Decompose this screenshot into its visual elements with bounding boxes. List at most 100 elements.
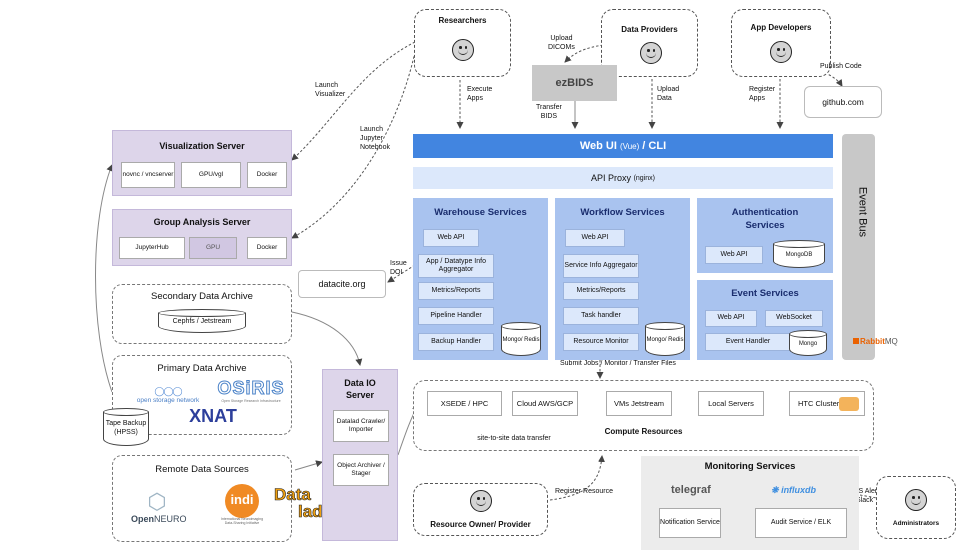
person-icon xyxy=(470,490,492,512)
auth-db-label: MongoDB xyxy=(773,244,825,268)
app-developers-actor: App Developers xyxy=(731,9,831,77)
compute-vms: VMs Jetstream xyxy=(606,391,672,416)
indi-logo: indi International Neuroimaging Data-Sha… xyxy=(218,484,266,526)
viz-docker: Docker xyxy=(247,162,287,188)
remote-sources-panel: Remote Data Sources ⬡ OpenNEURO indi Int… xyxy=(112,455,292,542)
group-analysis-title: Group Analysis Server xyxy=(153,217,251,227)
group-jupyterhub: JupyterHub xyxy=(119,237,185,259)
datacite-box: datacite.org xyxy=(298,270,386,298)
person-icon xyxy=(905,489,927,511)
workflow-title: Workflow Services xyxy=(580,207,665,218)
group-gpu: GPU xyxy=(189,237,237,259)
data-io-object-archiver: Object Archiver / Stager xyxy=(333,454,389,486)
group-docker: Docker xyxy=(247,237,287,259)
osiris-subtext: Open Storage Research Infrastructure xyxy=(221,399,281,403)
telegraf-logo: telegraf xyxy=(671,484,711,496)
event-db-cylinder: Mongo xyxy=(789,330,827,356)
event-handler: Event Handler xyxy=(705,333,791,351)
workflow-services-panel: Workflow Services Web API Service Info A… xyxy=(555,198,690,360)
api-proxy-nginx-label: (nginx) xyxy=(633,174,655,182)
workflow-web-api: Web API xyxy=(565,229,625,247)
workflow-aggregator: Service Info Aggregator xyxy=(563,254,639,278)
secondary-db-label: Cephfs / Jetstream xyxy=(158,313,246,333)
primary-archive-panel: Primary Data Archive ◯◯◯ open storage ne… xyxy=(112,355,292,435)
data-providers-label: Data Providers xyxy=(621,25,678,34)
compute-local-servers: Local Servers xyxy=(698,391,764,416)
rabbitmq-logo: RabbitMQ xyxy=(853,337,898,346)
administrators-actor: Administrators xyxy=(876,476,956,539)
workflow-db-cylinder: Mongo/ Redis xyxy=(645,322,685,356)
compute-resources-panel: XSEDE / HPC Cloud AWS/GCP VMs Jetstream … xyxy=(413,380,874,451)
administrators-label: Administrators xyxy=(892,520,940,527)
register-resource-label: Register Resource xyxy=(555,488,613,495)
compute-htc-label: HTC Clusters xyxy=(798,399,844,408)
monitoring-title: Monitoring Services xyxy=(704,461,796,472)
xnat-logo: XNAT xyxy=(189,406,237,426)
issue-doi-label: Issue DOI xyxy=(390,260,407,276)
data-io-title: Data IO Server xyxy=(344,378,376,400)
cli-label: CLI xyxy=(648,140,667,152)
warehouse-db-label: Mongo/ Redis xyxy=(501,326,541,356)
register-apps-label: Register Apps xyxy=(749,86,776,102)
visualization-server-panel: Visualization Server novnc / vncserver G… xyxy=(112,130,292,196)
person-icon xyxy=(770,41,792,63)
person-icon xyxy=(452,39,474,61)
execute-apps-label: Execute Apps xyxy=(467,86,493,102)
auth-web-api: Web API xyxy=(705,246,763,264)
web-ui-vue-label: (Vue) xyxy=(619,141,640,151)
authentication-services-panel: Authentication Services Web API MongoDB xyxy=(697,198,833,273)
warehouse-backup-handler: Backup Handler xyxy=(418,333,494,351)
warehouse-services-panel: Warehouse Services Web API App / Datatyp… xyxy=(413,198,548,360)
data-providers-actor: Data Providers xyxy=(601,9,698,77)
workflow-db-label: Mongo/ Redis xyxy=(645,326,685,356)
influxdb-icon: ❋ xyxy=(771,485,779,495)
github-box: github.com xyxy=(804,86,882,118)
secondary-archive-panel: Secondary Data Archive Cephfs / Jetstrea… xyxy=(112,284,292,344)
web-ui-label: Web UI xyxy=(579,140,617,152)
workflow-metrics: Metrics/Reports xyxy=(563,282,639,300)
rabbitmq-text-b: MQ xyxy=(884,337,898,346)
group-analysis-server-panel: Group Analysis Server JupyterHub GPU Doc… xyxy=(112,209,292,266)
indi-text: indi xyxy=(225,484,259,518)
researchers-actor: Researchers xyxy=(414,9,511,77)
monitoring-services-panel: Monitoring Services telegraf ❋ influxdb … xyxy=(641,456,859,550)
warehouse-pipeline-handler: Pipeline Handler xyxy=(418,307,494,325)
primary-archive-title: Primary Data Archive xyxy=(157,363,247,374)
compute-htc: HTC Clusters xyxy=(789,391,865,416)
resource-owner-label: Resource Owner/ Provider xyxy=(430,520,531,529)
influxdb-text: influxdb xyxy=(781,485,817,495)
secondary-db-cylinder: Cephfs / Jetstream xyxy=(158,309,246,333)
compute-xsede: XSEDE / HPC xyxy=(427,391,502,416)
auth-title: Authentication Services xyxy=(731,207,799,231)
data-io-datalad-crawler: Datalad Crawler/ Importer xyxy=(333,410,389,442)
compute-title: Compute Resources xyxy=(604,427,683,436)
submit-jobs-label: Submit Jobs / Monitor / Transfer Files xyxy=(560,360,676,367)
openneuro-cube-icon: ⬡ xyxy=(147,489,167,514)
rabbitmq-icon xyxy=(853,338,859,344)
osn-logo: ◯◯◯ open storage network xyxy=(123,386,213,404)
audit-service-elk: Audit Service / ELK xyxy=(755,508,847,538)
app-developers-label: App Developers xyxy=(750,23,812,32)
notification-service: Notification Service xyxy=(659,508,721,538)
warehouse-title: Warehouse Services xyxy=(434,207,527,218)
warehouse-metrics: Metrics/Reports xyxy=(418,282,494,300)
rabbitmq-text-a: Rabbit xyxy=(860,337,885,346)
tape-backup-cylinder: Tape Backup (HPSS) xyxy=(103,408,149,446)
event-websocket: WebSocket xyxy=(765,310,823,327)
event-bus-bar: Event Bus xyxy=(842,134,875,360)
launch-jupyter-label: Launch Jupyter Notebook xyxy=(360,126,390,151)
tape-backup-label: Tape Backup (HPSS) xyxy=(103,412,149,446)
ezbids-box: ezBIDS xyxy=(532,65,617,101)
htc-cluster-icon xyxy=(839,397,859,411)
upload-dicoms-label: Upload DICOMs xyxy=(548,35,575,51)
web-ui-cli-bar[interactable]: Web UI (Vue) / CLI xyxy=(413,134,833,158)
workflow-task-handler: Task handler xyxy=(563,307,639,325)
event-db-label: Mongo xyxy=(789,334,827,356)
web-ui-separator: / xyxy=(639,140,649,152)
auth-db-cylinder: MongoDB xyxy=(773,240,825,268)
openneuro-text-b: NEURO xyxy=(154,514,187,524)
osiris-text: OSiRIS xyxy=(217,378,285,399)
indi-subtext: International Neuroimaging Data-Sharing … xyxy=(220,517,264,525)
influxdb-logo: ❋ influxdb xyxy=(771,485,816,496)
